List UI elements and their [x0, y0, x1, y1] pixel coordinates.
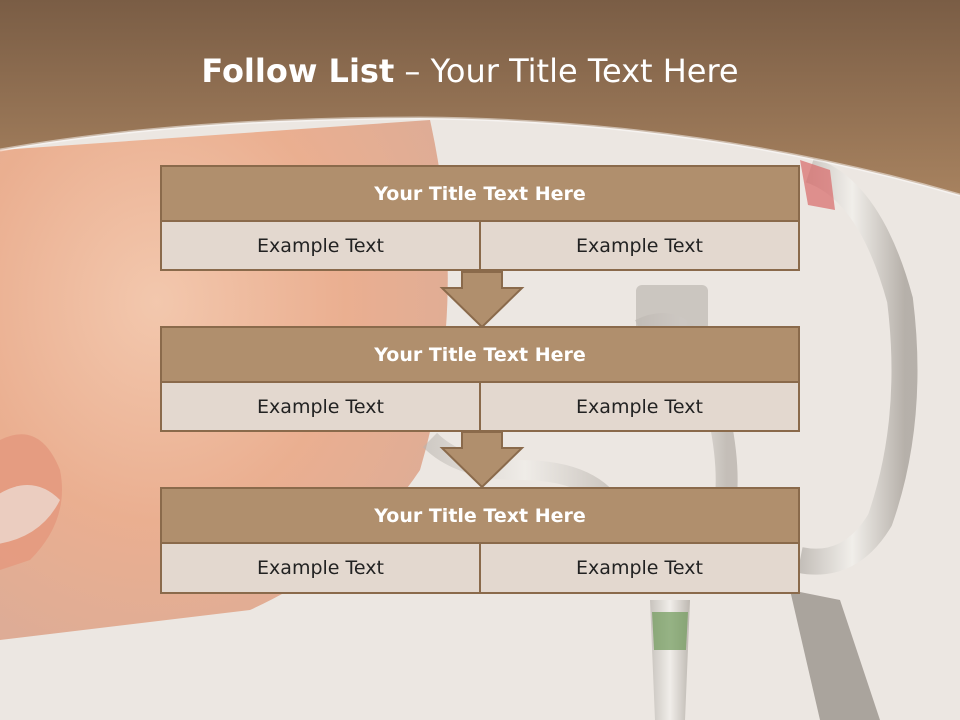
step-row: Example Text Example Text	[160, 544, 800, 594]
step-title: Your Title Text Here	[160, 487, 800, 544]
step-left-text: Example Text	[162, 222, 479, 269]
step-right-text: Example Text	[479, 222, 798, 269]
step-left-text: Example Text	[162, 544, 479, 592]
slide-title-main: Follow List	[201, 52, 395, 90]
step-box-2: Your Title Text Here Example Text Exampl…	[160, 326, 800, 432]
step-title: Your Title Text Here	[160, 326, 800, 383]
slide-title-sub: – Your Title Text Here	[394, 52, 739, 90]
step-row: Example Text Example Text	[160, 383, 800, 432]
slide-title: Follow List – Your Title Text Here	[0, 52, 940, 90]
step-title: Your Title Text Here	[160, 165, 800, 222]
down-arrow-icon	[439, 271, 525, 329]
step-left-text: Example Text	[162, 383, 479, 430]
step-box-3: Your Title Text Here Example Text Exampl…	[160, 487, 800, 594]
step-row: Example Text Example Text	[160, 222, 800, 271]
down-arrow-icon	[439, 431, 525, 489]
step-right-text: Example Text	[479, 383, 798, 430]
step-box-1: Your Title Text Here Example Text Exampl…	[160, 165, 800, 271]
step-right-text: Example Text	[479, 544, 798, 592]
